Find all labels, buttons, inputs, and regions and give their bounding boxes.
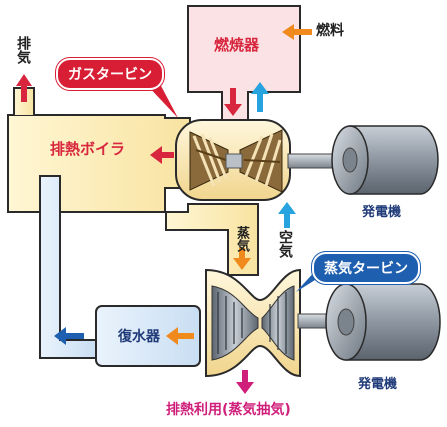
generator-top bbox=[331, 125, 439, 195]
combustor-unit bbox=[187, 5, 301, 127]
exhaust-label: 排気 bbox=[15, 36, 31, 64]
hot-gas-arrow bbox=[224, 88, 242, 116]
generator-top-label: 発電機 bbox=[362, 205, 402, 220]
gas-turbine-unit bbox=[175, 119, 291, 201]
extraction-arrow bbox=[236, 370, 254, 394]
steam-pipe bbox=[165, 203, 259, 276]
steam-turbine-unit bbox=[205, 268, 301, 378]
steam-label: 蒸気 bbox=[234, 226, 249, 252]
steam-arrow bbox=[233, 248, 251, 270]
condenser-label: 復水器 bbox=[118, 329, 160, 345]
heat-utilization-label: 排熱利用(蒸気抽気) bbox=[166, 402, 291, 418]
gas-turbine-callout-tail bbox=[146, 84, 178, 118]
combustor-label: 燃焼器 bbox=[214, 36, 260, 54]
exhaust-steam-arrow bbox=[166, 327, 194, 345]
boiler-body bbox=[7, 114, 191, 213]
compressed-air-arrow bbox=[251, 82, 269, 112]
exhaust-arrow bbox=[16, 74, 32, 102]
exhaust-boiler-label: 排熱ボイラ bbox=[50, 140, 126, 158]
fuel-arrow bbox=[282, 24, 312, 40]
combustor-body bbox=[187, 5, 301, 127]
generator-bottom-label: 発電機 bbox=[358, 377, 398, 392]
generator-bottom bbox=[325, 283, 441, 361]
steam-turbine-callout: 蒸気タービン bbox=[312, 252, 420, 284]
fuel-label: 燃料 bbox=[316, 23, 344, 39]
exhaust-boiler-pipes bbox=[7, 87, 259, 359]
gas-turbine-callout: ガスタービン bbox=[56, 58, 164, 90]
air-label: 空気 bbox=[277, 230, 293, 258]
exhaust-flow-arrow bbox=[150, 146, 174, 164]
air-intake-arrow bbox=[278, 202, 296, 228]
condenser-box bbox=[95, 305, 201, 367]
compressor-blades bbox=[189, 131, 229, 191]
feedwater-arrow bbox=[54, 327, 84, 345]
